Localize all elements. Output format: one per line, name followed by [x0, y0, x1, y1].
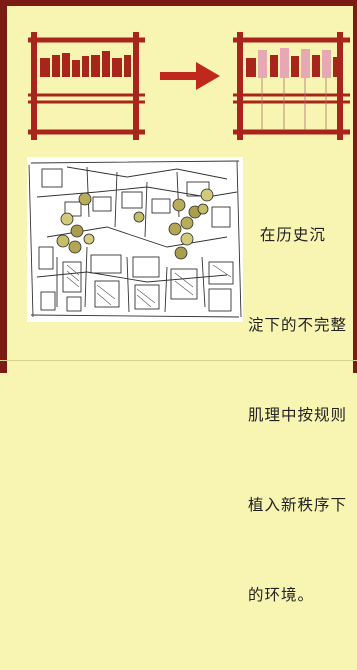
site-plan-drawing	[28, 160, 242, 318]
concept-diagram	[28, 32, 350, 140]
frame-right-border	[353, 0, 357, 373]
frame-top-border	[0, 0, 357, 6]
right-arrow-icon	[160, 62, 220, 90]
caption-line-5: 的环境。	[248, 586, 315, 604]
frame-left-border	[0, 0, 7, 373]
tree-cluster	[56, 188, 214, 260]
frame-bottom-line	[0, 360, 357, 361]
caption-line-2: 淀下的不完整	[248, 316, 348, 334]
caption-text: 在历史沉 淀下的不完整 肌理中按规则 植入新秩序下 的环境。	[248, 160, 356, 670]
site-plan-sketch	[27, 157, 243, 322]
caption-line-1: 在历史沉	[248, 226, 326, 244]
right-diagram	[233, 32, 350, 140]
caption-line-3: 肌理中按规则	[248, 406, 348, 424]
page: 在历史沉 淀下的不完整 肌理中按规则 植入新秩序下 的环境。	[0, 0, 357, 604]
left-diagram	[28, 32, 145, 140]
caption-line-4: 植入新秩序下	[248, 496, 348, 514]
